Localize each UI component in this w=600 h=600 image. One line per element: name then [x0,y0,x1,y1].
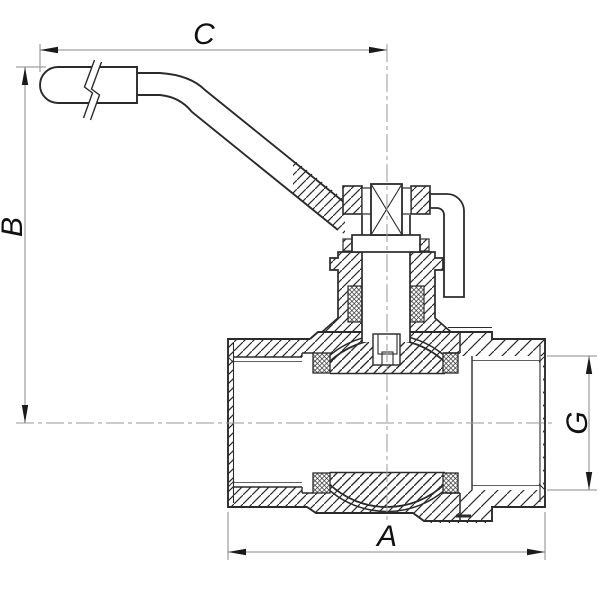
handle-stop-hook [429,193,465,298]
handle-break-icon [82,59,103,121]
arrow-icon [21,67,29,85]
dimension-b: B [0,66,46,423]
dimensions: C B A G [0,18,597,560]
arrow-icon [21,405,29,423]
ball-seats [312,352,459,494]
stem-flange [342,234,430,253]
dim-label-c: C [193,18,215,51]
arrow-icon [228,548,246,556]
left-port-bore [233,357,302,487]
left-port-thread [227,343,313,503]
dim-label-g: G [561,411,594,434]
arrow-icon [40,46,58,54]
arrow-icon [585,356,593,374]
body-outline [227,331,546,522]
dim-label-a: A [375,520,397,553]
arrow-icon [585,472,593,490]
arrow-icon [527,548,545,556]
dimension-g: G [547,355,597,491]
dim-label-b: B [0,217,29,237]
handle [39,59,346,235]
dimension-c: C [39,18,387,72]
handle-hub [342,183,465,298]
arrow-icon [369,46,387,54]
centerlines [16,44,556,524]
neck-outline [321,251,452,333]
dimension-a: A [227,512,546,560]
